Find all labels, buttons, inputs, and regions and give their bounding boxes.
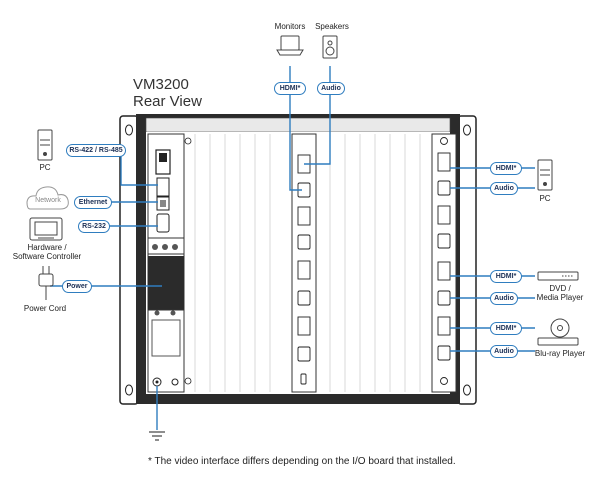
cloud-icon [26,186,69,210]
bluray-player-icon [537,318,579,346]
dvd-label-1: DVD / [549,284,571,293]
speakers-label: Speakers [315,22,349,31]
hdmi-pc-pill: HDMI* [490,162,522,175]
pc-left-label: PC [39,163,51,172]
title-model: VM3200 [133,76,189,93]
monitor-icon [276,35,304,56]
monitors-label: Monitors [274,22,306,31]
pc-icon [37,129,53,161]
controller-icon [29,217,63,241]
power-cord-label: Power Cord [23,304,67,313]
footnote: * The video interface differs depending … [148,456,456,467]
plug-icon [38,266,54,300]
speaker-icon [322,35,338,59]
ground-icon [149,431,165,441]
audio-pc-pill: Audio [490,182,518,195]
audio-bluray-pill: Audio [490,345,518,358]
hdmi-dvd-pill: HDMI* [490,270,522,283]
pc-right-icon [537,159,553,191]
hdmi-out-pill: HDMI* [274,82,306,95]
dvd-label-2: Media Player [536,293,584,302]
power-pill: Power [62,280,92,293]
bluray-label: Blu-ray Player [534,349,586,358]
chassis [119,114,477,405]
rs422-pill: RS-422 / RS-485 [66,144,126,157]
pc-right-label: PC [539,194,551,203]
controller-label-1: Hardware / [27,243,67,252]
ethernet-pill: Ethernet [74,196,112,209]
title-view: Rear View [133,93,202,110]
rs232-pill: RS-232 [78,220,110,233]
network-label: Network [35,197,61,204]
dvd-player-icon [537,271,579,281]
audio-out-pill: Audio [317,82,345,95]
audio-dvd-pill: Audio [490,292,518,305]
controller-label-2: Software Controller [12,252,82,261]
hdmi-bluray-pill: HDMI* [490,322,522,335]
